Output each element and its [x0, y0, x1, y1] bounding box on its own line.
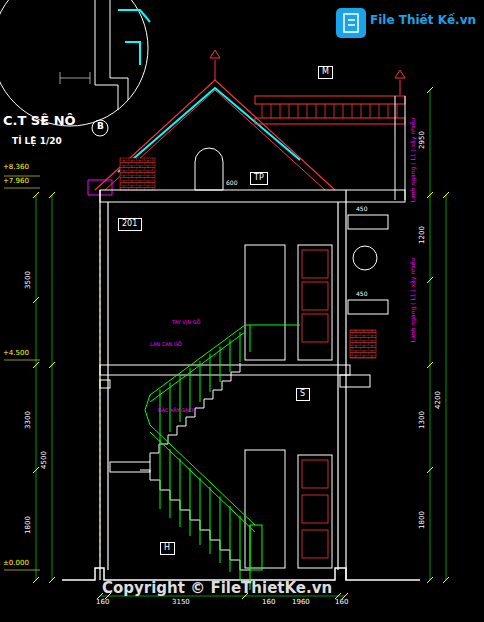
label-text: 1960	[292, 599, 310, 607]
tag-box: M	[318, 66, 333, 79]
label-text: File Thiết Kế.vn	[370, 14, 476, 27]
label-text: LAN CAN GỖ	[150, 342, 182, 348]
tag-text: M	[322, 68, 329, 77]
tag-box: 201	[118, 218, 142, 231]
tag-box: H	[160, 542, 175, 555]
tag-text: S	[300, 390, 306, 399]
label-text: C.T SÊ NÔ	[3, 114, 76, 128]
dimension-text: Lanh ngang ( L1 ) xây nhiều	[410, 258, 417, 342]
dimension-text: 1200	[419, 226, 427, 244]
dimension-text: Lanh ngang ( L1 ) xây nhiều	[410, 118, 417, 202]
label-text: +7.960	[3, 178, 29, 186]
dimension-text: 2950	[419, 131, 427, 149]
label-text: 160	[96, 599, 109, 607]
dimension-text: 1300	[419, 411, 427, 429]
label-text: 450	[356, 291, 367, 298]
dimension-text: 1800	[419, 511, 427, 529]
tag-text: 201	[122, 220, 138, 229]
label-text: Copyright © FileThietKe.vn	[102, 580, 332, 597]
dimension-text: 3500	[25, 271, 33, 289]
label-text: 160	[262, 599, 275, 607]
label-text: +4.500	[3, 350, 29, 358]
dimension-text: 4200	[435, 391, 443, 409]
label-text: +8.360	[3, 164, 29, 172]
label-text: 600	[226, 180, 237, 187]
tag-text: TP	[254, 174, 264, 183]
label-text: TAY VỊN GỖ	[172, 320, 200, 326]
dimension-text: 4500	[41, 451, 49, 469]
dimension-text: 3300	[25, 411, 33, 429]
label-text: TỈ LỆ 1/20	[12, 137, 62, 147]
tag-box: TP	[250, 172, 268, 185]
label-text: 160	[335, 599, 348, 607]
tag-text: H	[164, 544, 171, 553]
label-text: ±0.000	[3, 560, 29, 568]
label-text: B	[97, 122, 104, 132]
tag-box: S	[296, 388, 310, 401]
label-text: BẬC XÂY GẠCH	[158, 408, 196, 414]
dimension-text: 1800	[25, 516, 33, 534]
label-text: 450	[356, 206, 367, 213]
label-text: 3150	[172, 599, 190, 607]
